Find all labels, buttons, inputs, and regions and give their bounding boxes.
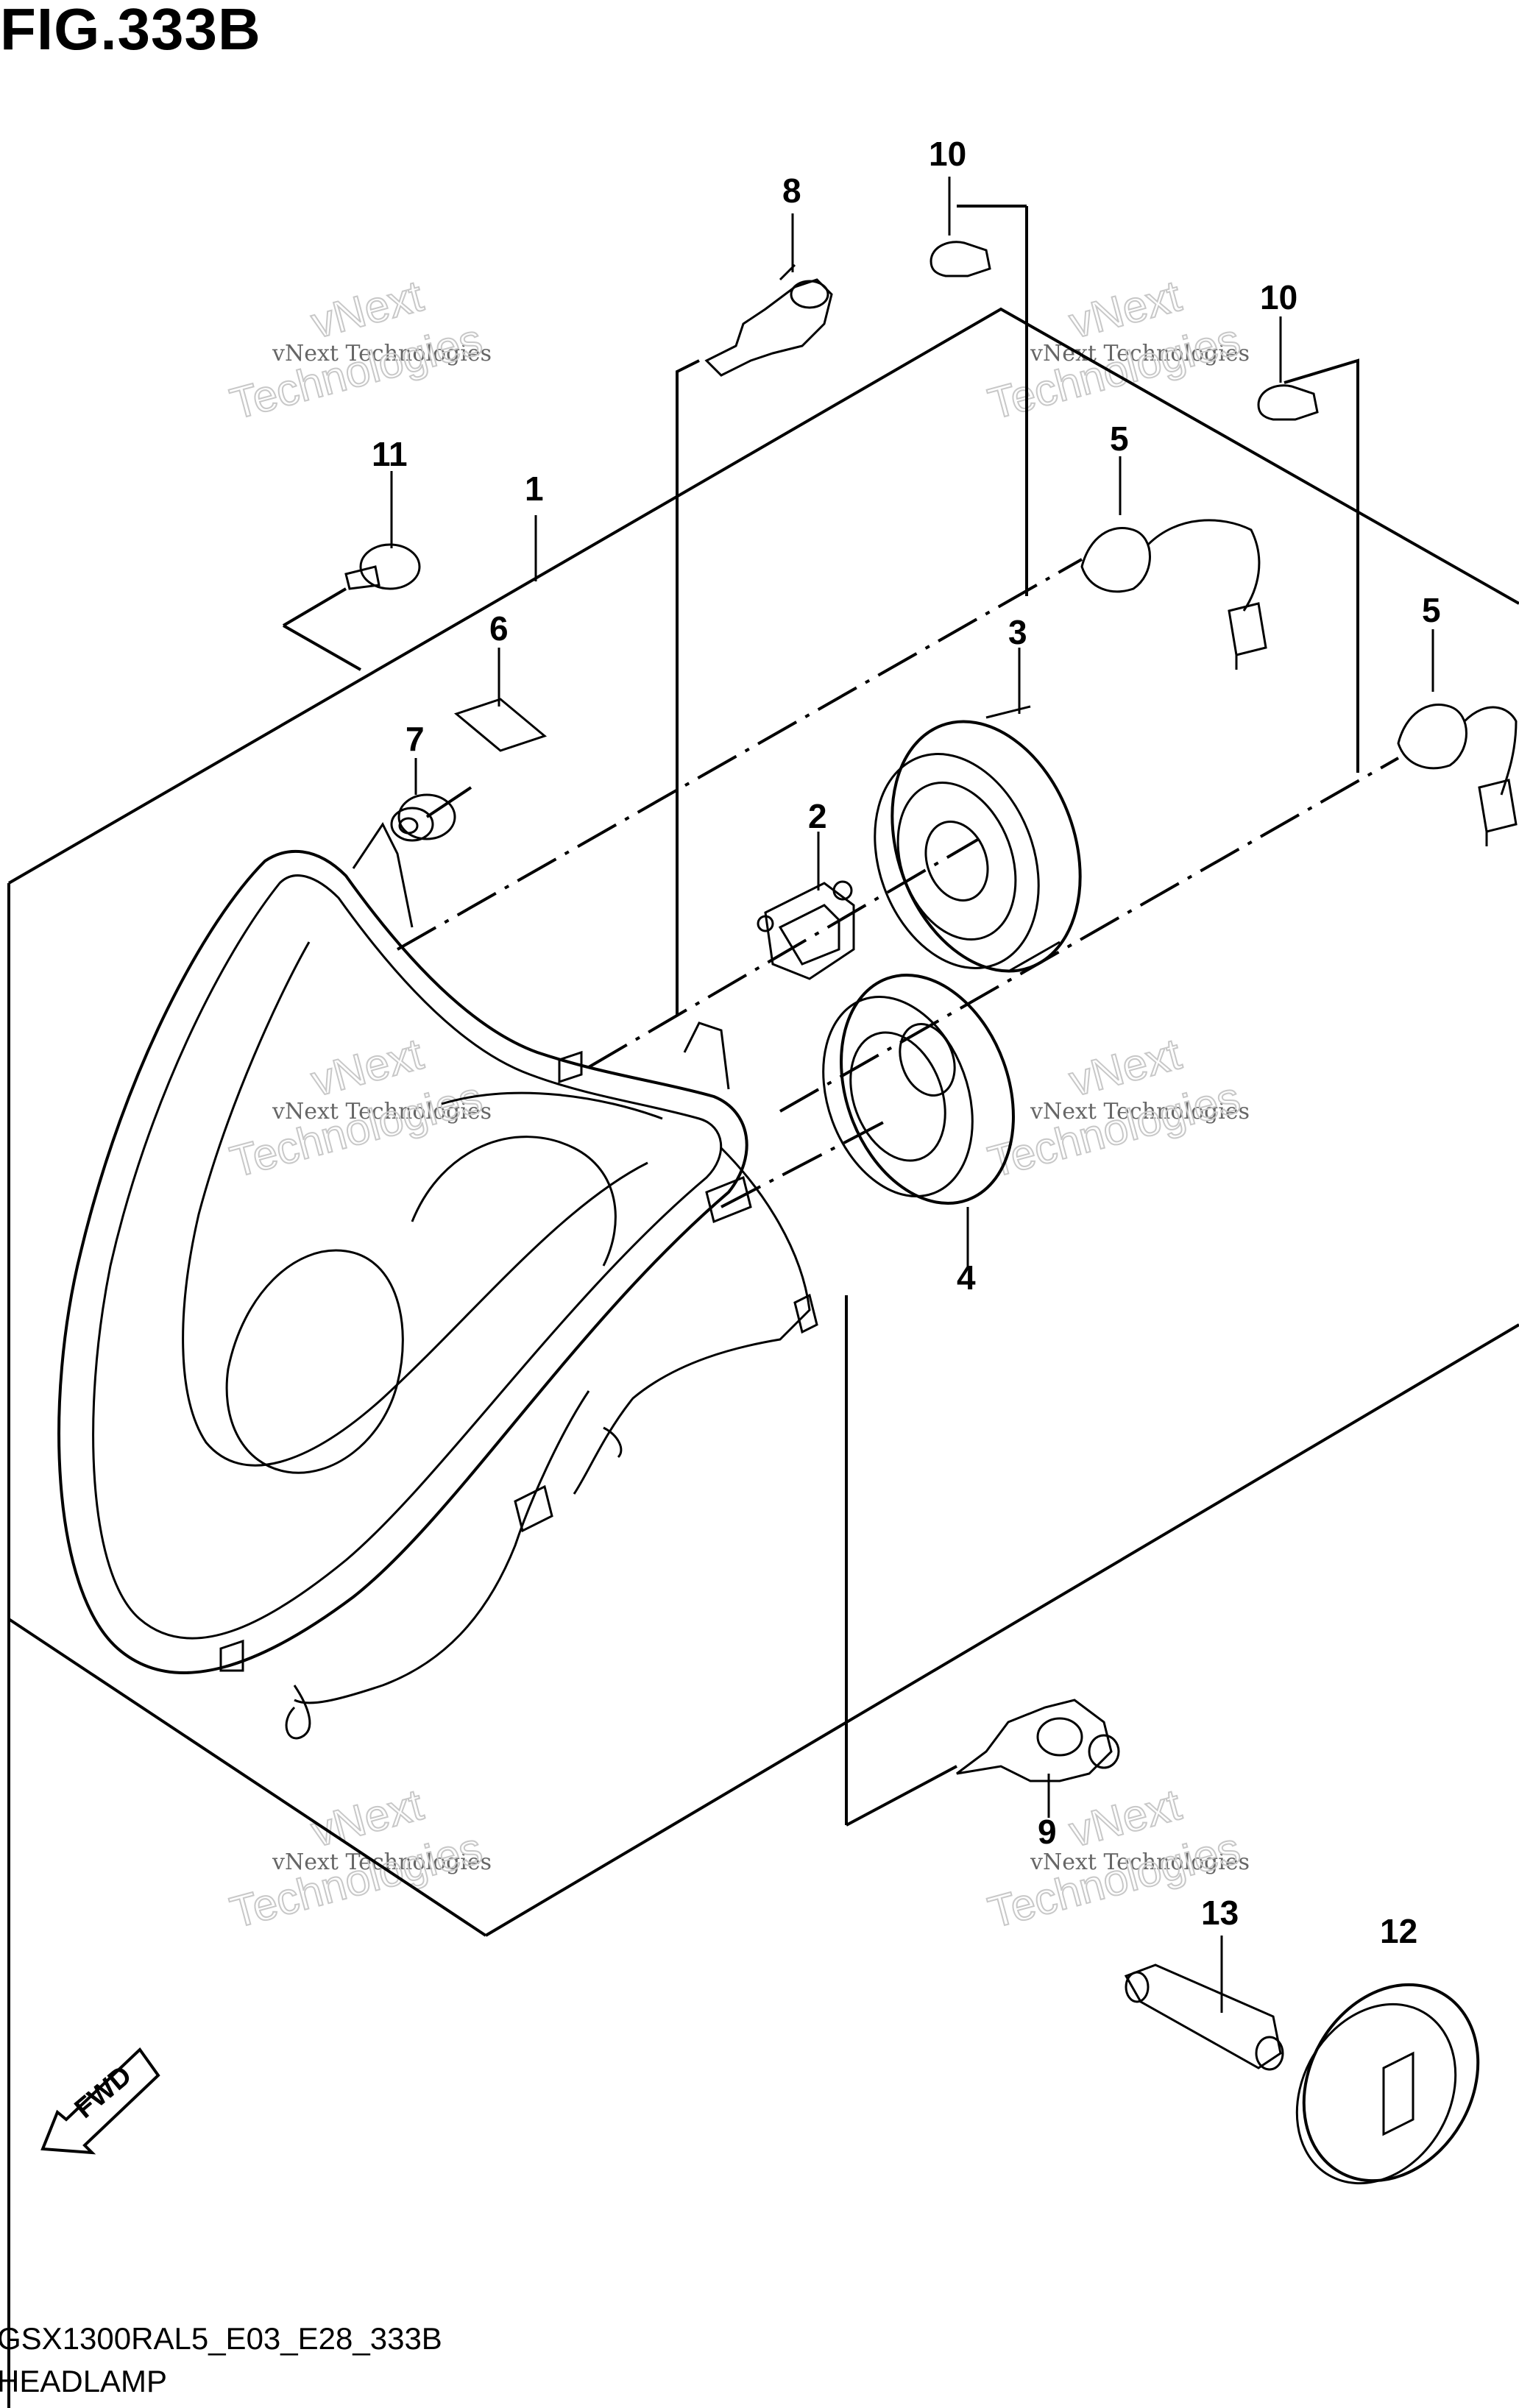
assembly-outline [7,1618,487,1937]
watermark-text: vNext Technologies [1030,1849,1250,1875]
callout-10: 10 [1260,278,1297,316]
callout-5: 5 [1422,591,1441,629]
forward-direction-arrow: FWD [40,2047,160,2155]
bolt-part-13 [1124,1963,1284,2071]
callout-7: 7 [406,720,425,758]
callout-8: 8 [782,171,801,210]
callout-2: 2 [808,797,827,835]
grommet-part-7 [390,793,456,842]
lamp-unit-part-3 [874,705,1082,973]
callout-leaders [390,177,1434,2013]
lamp-unit-part-4 [822,974,1015,1205]
watermark-text: vNext Technologies [1030,1099,1250,1125]
callout-13: 13 [1201,1894,1239,1932]
socket-part-2 [757,880,855,980]
bulb-part-10a [930,241,991,277]
fwd-label: FWD [69,2060,138,2125]
callout-9: 9 [1038,1813,1057,1851]
socket-wire-part-5b [1397,703,1518,846]
watermark-text: vNext Technologies [272,1849,492,1875]
leader-bracket [282,587,347,627]
projection-line [397,558,1083,951]
callout-11: 11 [372,435,408,473]
callout-3: 3 [1008,613,1027,651]
screw-part-11 [344,543,421,590]
watermark-text: vNext Technologies [272,341,492,366]
assembly-outline [484,1323,1519,1937]
leader-bracket [1283,358,1359,773]
leader-bracket [283,624,361,671]
bulb-part-8 [704,263,833,377]
label-part-6 [453,698,548,752]
callout-12: 12 [1380,1912,1417,1950]
callout-10: 10 [929,135,966,173]
callout-6: 6 [489,609,509,648]
callout-4: 4 [957,1258,976,1297]
diagram-code: GSX1300RAL5_E03_E28_333B [0,2321,442,2356]
callout-5: 5 [1110,419,1129,458]
leader-bracket [846,1765,957,1827]
leader-bracket [676,359,700,1016]
projection-line [587,838,980,1069]
bulb-part-10b [1257,384,1319,421]
bulb-part-9 [956,1699,1120,1782]
cap-part-12 [1295,1983,1480,2185]
socket-wire-part-5a [1080,519,1267,670]
figure-title: FIG.333B [0,0,261,62]
projection-line [720,1117,891,1208]
assembly-outline [7,307,1519,885]
diagram-name: HEADLAMP [0,2364,168,2398]
watermark-text: vNext Technologies [272,1099,492,1125]
projection-line [779,757,1399,1113]
headlamp-housing [57,822,818,1740]
callout-1: 1 [525,470,544,508]
